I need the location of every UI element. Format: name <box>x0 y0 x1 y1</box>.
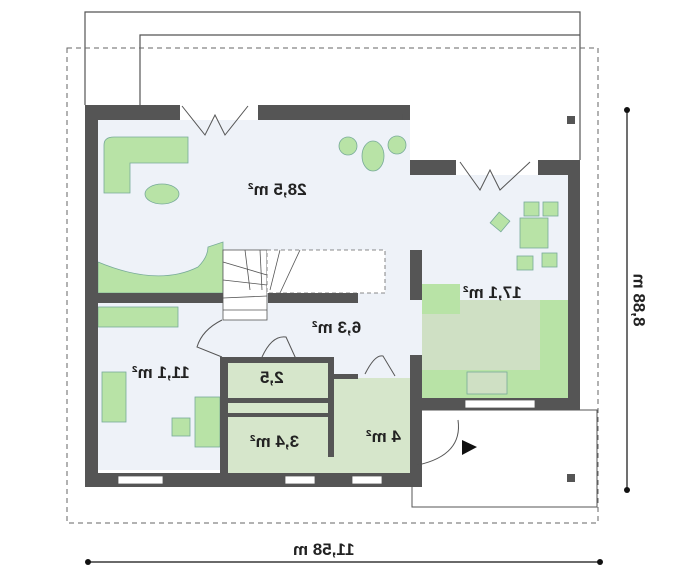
width-dimension: 11,58 m <box>293 540 355 559</box>
walls <box>85 105 580 487</box>
staircase[interactable] <box>222 249 386 321</box>
room-label-bathroom: 2,5 <box>260 368 284 387</box>
depth-dimension: 8,88 m <box>629 273 649 327</box>
entrance-arrow-icon <box>462 440 477 455</box>
roof-outline <box>66 47 599 524</box>
floors <box>98 120 568 473</box>
terrace-outline <box>84 11 581 160</box>
room-label-utility: 3,4 m² <box>250 432 300 451</box>
windows <box>117 112 536 485</box>
room-label-vestibule: 4 m² <box>366 427 401 446</box>
porch <box>411 409 598 508</box>
dimension-lines <box>88 110 628 563</box>
room-label-hall: 6,3 m² <box>312 318 362 337</box>
furniture <box>97 135 559 448</box>
room-label-bedroom: 11,1 m² <box>132 363 190 382</box>
room-label-kitchen: 17,1 m² <box>463 283 522 302</box>
room-label-living: 28,5 m² <box>248 180 307 199</box>
doors[interactable] <box>181 105 531 466</box>
